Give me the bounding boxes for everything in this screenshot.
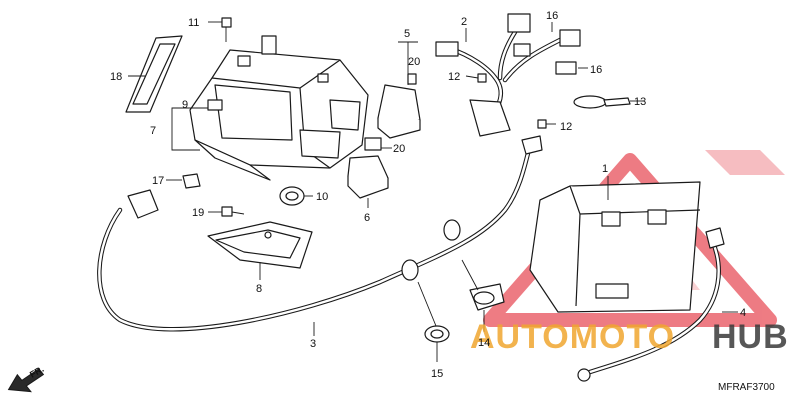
callout-11: 11 — [188, 17, 199, 29]
callout-14: 14 — [478, 337, 490, 349]
front-direction-label: FR. — [28, 364, 46, 380]
callout-5: 5 — [404, 28, 410, 40]
callout-2: 2 — [461, 16, 467, 28]
bracket-part-8 — [207, 221, 313, 280]
watermark-brand-part1: AUTOMOTO — [470, 318, 675, 356]
callout-10: 10 — [316, 191, 328, 203]
callout-brackets — [171, 41, 418, 151]
callout-20b: 20 — [393, 143, 405, 155]
callout-19: 19 — [192, 207, 204, 219]
screw-part-19 — [208, 206, 245, 217]
grommet-part-10 — [279, 186, 313, 206]
callout-13: 13 — [634, 96, 646, 108]
callout-3: 3 — [310, 338, 316, 350]
cable-part-3 — [97, 135, 543, 336]
callout-6: 6 — [364, 212, 370, 224]
relay-part-6 — [347, 155, 389, 208]
battery-part-1 — [529, 176, 701, 313]
harness-part-2 — [435, 13, 588, 137]
callout-17: 17 — [152, 175, 164, 187]
callout-7: 7 — [150, 125, 156, 137]
callout-labels: 1 2 3 4 5 6 7 8 9 10 11 12 12 13 14 15 1… — [110, 10, 746, 380]
callout-12b: 12 — [560, 121, 572, 133]
bolt-part-11 — [208, 17, 232, 42]
callout-12a: 12 — [448, 71, 460, 83]
callout-16a: 16 — [546, 10, 558, 22]
clip-part-14 — [461, 259, 505, 332]
strap-part-18 — [125, 35, 183, 113]
callout-15: 15 — [431, 368, 443, 380]
callout-1: 1 — [602, 163, 608, 175]
nut-part-17 — [166, 173, 201, 189]
relay-part-5 — [377, 42, 421, 139]
watermark-brand-part2: HUB — [712, 318, 789, 356]
clip-part-20 — [364, 137, 392, 151]
callout-16b: 16 — [590, 64, 602, 76]
bolt-part-12b — [537, 119, 556, 129]
bolt-part-12a — [465, 73, 487, 83]
watermark-text: AUTOMOTO HUB — [470, 318, 789, 356]
callout-20a: 20 — [408, 56, 420, 68]
cable-part-4 — [577, 227, 738, 382]
callout-4: 4 — [740, 307, 746, 319]
front-direction-arrow: FR. — [7, 364, 46, 393]
cable-tie-part-13 — [573, 95, 644, 109]
battery-box-part-7 — [189, 35, 369, 181]
callout-8: 8 — [256, 283, 262, 295]
callout-18: 18 — [110, 71, 122, 83]
diagram-code: MFRAF3700 — [718, 382, 775, 393]
clip-part-15 — [417, 281, 450, 362]
callout-9: 9 — [182, 99, 188, 111]
